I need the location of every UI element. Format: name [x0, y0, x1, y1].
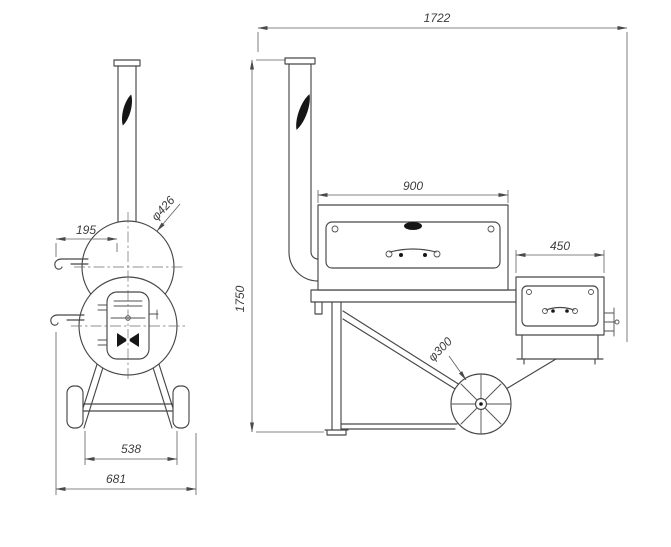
- label-chamber-diameter-text: φ426: [149, 193, 178, 223]
- front-chimney: [113, 59, 141, 225]
- door-hinges: [97, 304, 108, 346]
- dim-overall-height: 1750: [233, 59, 324, 433]
- side-wheel: [450, 373, 512, 435]
- side-chamber-band: [310, 289, 517, 315]
- dim-overall-width: 681: [55, 332, 197, 495]
- side-damper-handle: [296, 94, 310, 130]
- dim-wheel-track: 538: [84, 431, 178, 465]
- centerlines: [71, 212, 186, 381]
- side-frame: [324, 301, 604, 436]
- dim-wheel-track-label: 538: [121, 442, 141, 456]
- label-wheel-diameter: φ300: [425, 334, 467, 381]
- front-handles: [50, 258, 89, 326]
- side-view: 1722 1750 900 450 φ300: [233, 11, 628, 436]
- front-wheels: [66, 385, 190, 429]
- label-chamber-diameter: φ426: [149, 193, 181, 232]
- side-main-chamber: [317, 204, 509, 291]
- side-firebox: [515, 276, 620, 337]
- front-damper-handle: [122, 94, 132, 126]
- dim-firebox-length-label: 450: [550, 239, 570, 253]
- chamber-lid-handle: [385, 248, 441, 258]
- side-chimney: [284, 57, 319, 282]
- dim-overall-length-label: 1722: [424, 11, 451, 25]
- firebox-air-damper: [603, 307, 620, 337]
- firebox-lid-handle: [542, 306, 578, 314]
- dim-main-chamber-length-label: 900: [403, 179, 423, 193]
- dim-firebox-length: 450: [515, 239, 605, 273]
- door-latch: [148, 309, 159, 320]
- front-firebox-door: [97, 291, 159, 360]
- label-wheel-diameter-text: φ300: [425, 334, 455, 364]
- dim-main-chamber-length: 900: [317, 179, 509, 203]
- chamber-lid-knob: [404, 222, 422, 230]
- dim-overall-width-label: 681: [106, 472, 126, 486]
- dim-chimney-offset: 195: [55, 223, 118, 257]
- dim-chimney-offset-label: 195: [76, 223, 96, 237]
- dim-overall-height-label: 1750: [233, 285, 247, 312]
- dim-overall-length: 1722: [257, 11, 628, 342]
- front-legs: [73, 357, 183, 429]
- front-view: 195 538 681 φ426: [50, 59, 197, 495]
